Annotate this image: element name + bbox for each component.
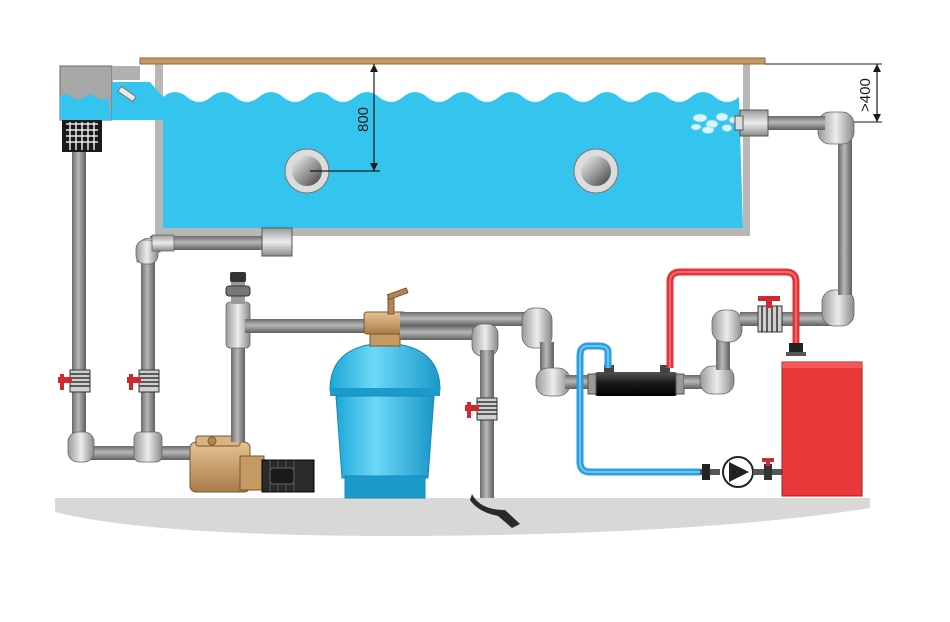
return-inlet-bubbles: [690, 112, 738, 134]
cold-water-pipe: [576, 342, 700, 476]
valve-main-drain-line[interactable]: [127, 369, 160, 393]
pool-water: [163, 92, 743, 228]
pipe-main-drain-horizontal: [150, 236, 265, 250]
pipe-main-drain-drop: [141, 250, 155, 445]
pipe-return-horizontal: [740, 312, 835, 326]
pipe-to-filter: [245, 319, 375, 333]
main-drain-outlet: [261, 227, 293, 257]
elbow-heater-out: [699, 365, 735, 395]
circulator-pump-boiler: [722, 456, 754, 488]
pipe-return-to-pool: [760, 116, 825, 130]
skimmer: [59, 65, 163, 152]
elbow-return-right: [821, 289, 855, 327]
pool-deck: [139, 57, 766, 65]
inlet-height-dimension: >400: [765, 63, 882, 123]
tee-suction: [133, 431, 163, 463]
heat-exchanger: [587, 365, 685, 396]
pool-basin: [139, 57, 766, 236]
pool-light-right: [573, 148, 619, 194]
circulation-pump: [189, 435, 315, 493]
depth-dimension: 800: [310, 64, 380, 172]
valve-hot-water[interactable]: [786, 343, 806, 356]
depth-label: 800: [355, 107, 372, 132]
sand-filter: [329, 287, 441, 499]
pipe-skimmer-drop: [72, 152, 86, 444]
elbow-return-lower: [711, 309, 743, 343]
pipe-backwash-drop: [480, 350, 494, 498]
air-relief-valve[interactable]: [225, 272, 251, 304]
pool-light-left: [284, 148, 330, 194]
elbow-filter-outlet: [521, 307, 553, 349]
return-inlet-fitting: [739, 109, 769, 137]
valve-backwash[interactable]: [465, 397, 498, 421]
elbow-skimmer-bottom: [67, 431, 95, 463]
valve-skimmer-line[interactable]: [58, 369, 91, 393]
inlet-height-label: >400: [857, 78, 874, 112]
skimmer-basket: [62, 120, 102, 152]
pipe-pump-outlet: [231, 340, 245, 442]
sewer-drain: [470, 494, 520, 528]
elbow-heater-in: [535, 367, 571, 397]
pipe-filter-to-heater: [400, 312, 535, 326]
valve-boiler-return[interactable]: [762, 458, 774, 480]
check-valve: [702, 464, 710, 480]
ground: [55, 498, 870, 536]
boiler: [781, 361, 863, 497]
pipe-backwash: [400, 326, 485, 340]
pipe-return-vertical: [838, 130, 852, 295]
valve-return[interactable]: [757, 296, 783, 333]
